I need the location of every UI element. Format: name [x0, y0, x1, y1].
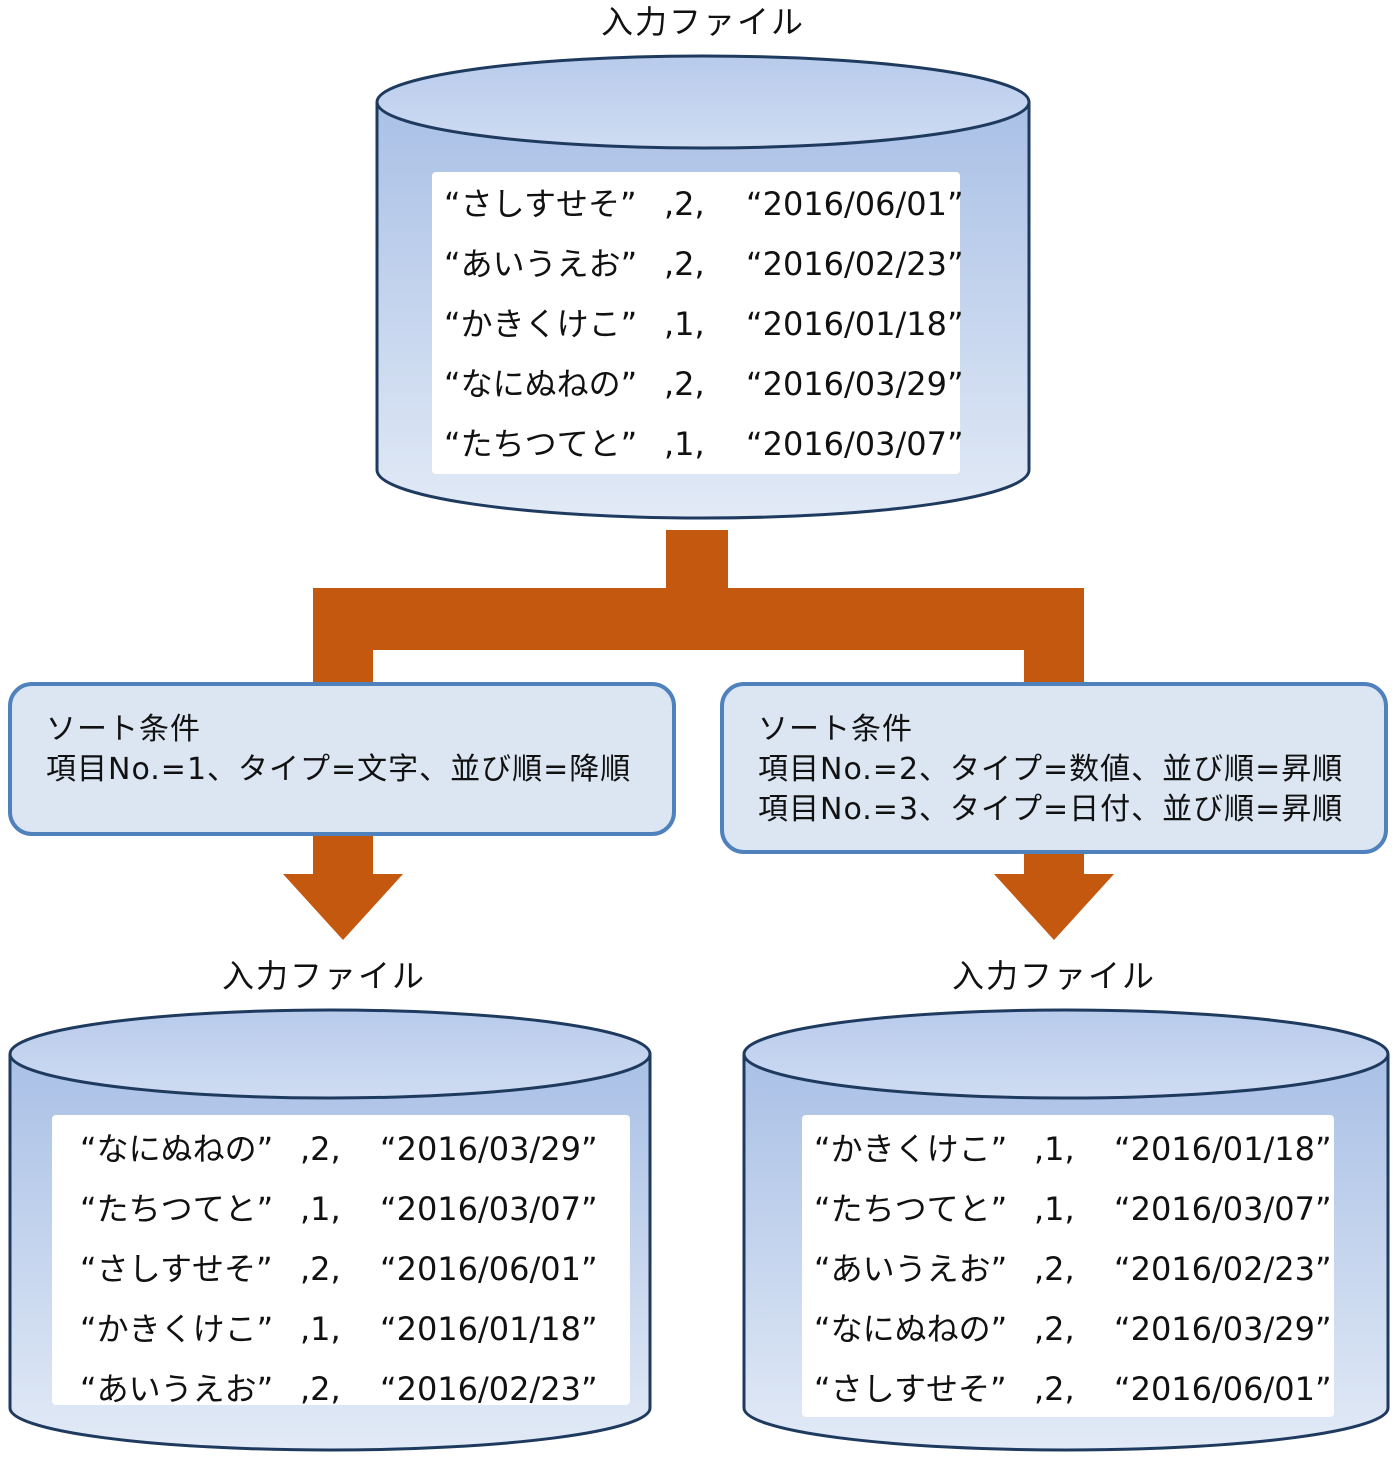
record-date: “2016/06/01”: [380, 1250, 598, 1288]
record-row: “なにぬねの” ,2, “2016/03/29”: [802, 1299, 1334, 1359]
record-number: ,2,: [664, 365, 705, 403]
sort-condition-line: 項目No.=2、タイプ=数値、並び順=昇順: [758, 752, 1344, 787]
record-row: “さしすせそ” ,2, “2016/06/01”: [432, 174, 964, 234]
record-number: ,1,: [664, 425, 705, 463]
record-row: “なにぬねの” ,2, “2016/03/29”: [52, 1119, 630, 1179]
record-number: ,1,: [664, 305, 705, 343]
record-date: “2016/03/29”: [1114, 1310, 1332, 1348]
sort-condition-title: ソート条件: [758, 712, 913, 747]
record-row: “たちつてと” ,1, “2016/03/07”: [802, 1179, 1334, 1239]
record-name: “たちつてと”: [444, 425, 638, 463]
record-number: ,2,: [1034, 1370, 1075, 1408]
record-date: “2016/03/07”: [746, 425, 964, 463]
flow-stem: [666, 530, 728, 590]
record-row: “たちつてと” ,1, “2016/03/07”: [52, 1179, 630, 1239]
record-row: “さしすせそ” ,2, “2016/06/01”: [52, 1239, 630, 1299]
output-right-records-panel: “かきくけこ” ,1, “2016/01/18” “たちつてと” ,1, “20…: [802, 1115, 1334, 1417]
record-name: “なにぬねの”: [814, 1310, 1008, 1348]
record-number: ,2,: [300, 1370, 341, 1408]
record-number: ,1,: [1034, 1130, 1075, 1168]
arrow-left-head: [283, 874, 403, 940]
sort-condition-right: ソート条件 項目No.=2、タイプ=数値、並び順=昇順 項目No.=3、タイプ=…: [720, 682, 1388, 854]
record-number: ,2,: [300, 1250, 341, 1288]
record-date: “2016/06/01”: [1114, 1370, 1332, 1408]
record-name: “さしすせそ”: [80, 1250, 273, 1288]
record-name: “たちつてと”: [814, 1190, 1008, 1228]
record-row: “あいうえお” ,2, “2016/02/23”: [802, 1239, 1334, 1299]
sort-condition-line: 項目No.=1、タイプ=文字、並び順=降順: [46, 752, 632, 787]
record-row: “かきくけこ” ,1, “2016/01/18”: [802, 1119, 1334, 1179]
record-name: “かきくけこ”: [444, 305, 638, 343]
record-name: “なにぬねの”: [444, 365, 638, 403]
record-name: “かきくけこ”: [814, 1130, 1008, 1168]
arrow-right-shaft: [1024, 852, 1084, 876]
record-name: “あいうえお”: [814, 1250, 1008, 1288]
flow-left-branch: [313, 588, 373, 684]
record-row: “さしすせそ” ,2, “2016/06/01”: [802, 1359, 1334, 1419]
record-date: “2016/02/23”: [1114, 1250, 1332, 1288]
record-row: “あいうえお” ,2, “2016/02/23”: [432, 234, 964, 294]
record-name: “たちつてと”: [80, 1190, 274, 1228]
sort-condition-line: 項目No.=3、タイプ=日付、並び順=昇順: [758, 792, 1344, 827]
record-name: “なにぬねの”: [80, 1130, 274, 1168]
record-row: “たちつてと” ,1, “2016/03/07”: [432, 414, 964, 474]
record-number: ,2,: [664, 185, 705, 223]
record-row: “なにぬねの” ,2, “2016/03/29”: [432, 354, 964, 414]
record-number: ,1,: [1034, 1190, 1075, 1228]
record-date: “2016/06/01”: [746, 185, 964, 223]
record-row: “かきくけこ” ,1, “2016/01/18”: [52, 1299, 630, 1359]
output-left-records-panel: “なにぬねの” ,2, “2016/03/29” “たちつてと” ,1, “20…: [52, 1115, 630, 1408]
record-name: “さしすせそ”: [814, 1370, 1007, 1408]
record-date: “2016/03/29”: [380, 1130, 598, 1168]
record-name: “さしすせそ”: [444, 185, 637, 223]
record-number: ,2,: [1034, 1250, 1075, 1288]
output-right-label: 入力ファイル: [951, 957, 1156, 995]
record-date: “2016/02/23”: [746, 245, 964, 283]
record-date: “2016/03/07”: [1114, 1190, 1332, 1228]
record-row: “かきくけこ” ,1, “2016/01/18”: [432, 294, 964, 354]
record-date: “2016/01/18”: [1114, 1130, 1332, 1168]
record-name: “あいうえお”: [444, 245, 638, 283]
arrow-left-shaft: [313, 834, 373, 876]
record-number: ,2,: [664, 245, 705, 283]
record-row: “あいうえお” ,2, “2016/02/23”: [52, 1359, 630, 1419]
record-number: ,2,: [1034, 1310, 1075, 1348]
record-date: “2016/02/23”: [380, 1370, 598, 1408]
record-date: “2016/03/29”: [746, 365, 964, 403]
arrow-right-head: [994, 874, 1114, 940]
record-date: “2016/03/07”: [380, 1190, 598, 1228]
input-file-label: 入力ファイル: [600, 3, 805, 41]
sort-condition-left: ソート条件 項目No.=1、タイプ=文字、並び順=降順: [8, 682, 676, 836]
flow-split-bar: [313, 588, 1084, 650]
record-number: ,1,: [300, 1310, 341, 1348]
flow-right-branch: [1024, 588, 1084, 684]
input-records-panel: “さしすせそ” ,2, “2016/06/01” “あいうえお” ,2, “20…: [432, 172, 964, 474]
record-name: “あいうえお”: [80, 1370, 274, 1408]
sort-condition-title: ソート条件: [46, 712, 201, 747]
record-number: ,1,: [300, 1190, 341, 1228]
output-left-label: 入力ファイル: [221, 957, 426, 995]
record-date: “2016/01/18”: [380, 1310, 598, 1348]
record-number: ,2,: [300, 1130, 341, 1168]
record-name: “かきくけこ”: [80, 1310, 274, 1348]
record-date: “2016/01/18”: [746, 305, 964, 343]
